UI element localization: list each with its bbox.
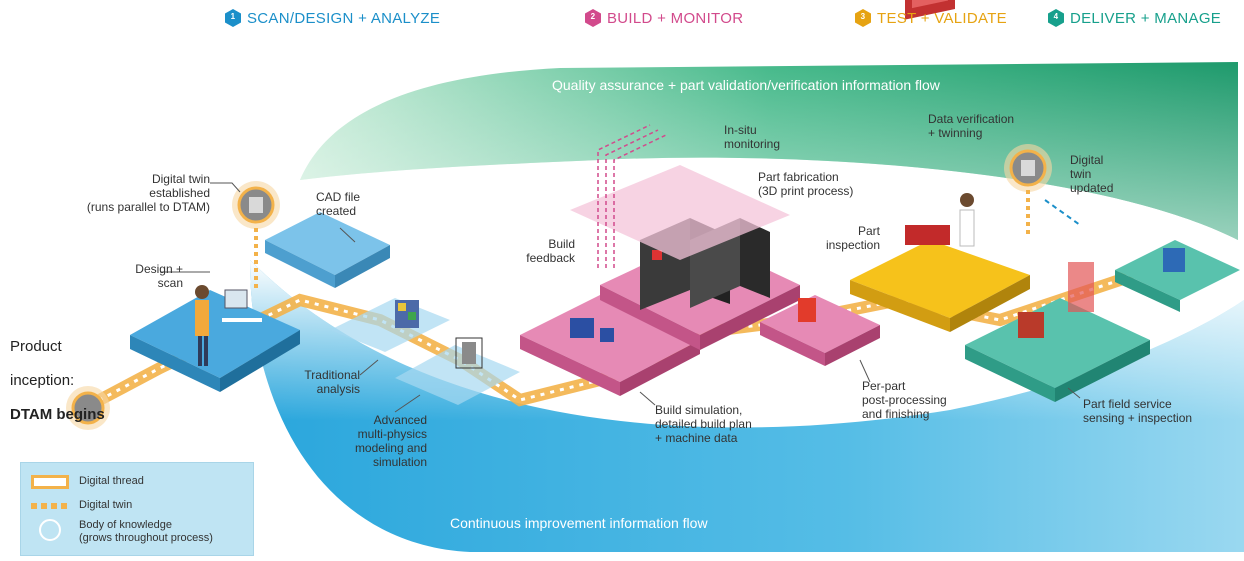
phase-label: BUILD + MONITOR xyxy=(607,9,744,27)
twin-swatch xyxy=(31,503,69,509)
test-platform xyxy=(850,240,1030,318)
twin-node-updated xyxy=(1004,144,1052,192)
legend-label: Digital twin xyxy=(79,499,133,511)
cube-icon: 1 xyxy=(225,9,241,27)
phase-test-validate: 3 TEST + VALIDATE xyxy=(855,9,1007,27)
label-advanced-modeling: Advanced multi-physics modeling and simu… xyxy=(354,413,427,469)
field-platform xyxy=(965,298,1150,388)
legend-digital-twin: Digital twin xyxy=(31,499,132,511)
legend-label: Digital thread xyxy=(79,475,144,487)
inception-line-2: inception: xyxy=(10,372,75,389)
improvement-flow-label: Continuous improvement information flow xyxy=(450,515,708,531)
label-design-scan: Design + scan xyxy=(135,262,183,290)
label-traditional-analysis: Traditional analysis xyxy=(304,368,360,396)
phase-label: SCAN/DESIGN + ANALYZE xyxy=(247,9,441,27)
cube-icon: 4 xyxy=(1048,9,1064,27)
inception-line-1: Product xyxy=(10,338,62,355)
cad-platform xyxy=(265,212,390,275)
twin-node-start xyxy=(66,386,110,430)
knowledge-icon xyxy=(39,519,61,541)
phase-deliver-manage: 4 DELIVER + MANAGE xyxy=(1048,9,1221,27)
product-inception: Product inception: DTAM begins xyxy=(10,321,105,440)
label-part-fabrication: Part fabrication (3D print process) xyxy=(758,170,854,198)
label-post-processing: Per-part post-processing and finishing xyxy=(862,379,947,421)
legend-label: Body of knowledge (grows throughout proc… xyxy=(79,519,213,544)
cube-icon: 2 xyxy=(585,9,601,27)
label-part-inspection: Part inspection xyxy=(825,224,880,252)
label-build-simulation: Build simulation, detailed build plan + … xyxy=(655,403,752,445)
label-in-situ: In-situ monitoring xyxy=(724,123,781,151)
legend-digital-thread: Digital thread xyxy=(31,475,144,489)
design-platform xyxy=(130,290,300,378)
label-build-feedback: Build feedback xyxy=(526,237,575,265)
phase-scan-design: 1 SCAN/DESIGN + ANALYZE xyxy=(225,9,440,27)
label-digital-twin-established: Digital twin established (runs parallel … xyxy=(86,172,210,214)
post-processing-platform xyxy=(760,295,880,353)
qa-flow-label: Quality assurance + part validation/veri… xyxy=(552,77,940,93)
label-digital-twin-updated: Digital twin updated xyxy=(1070,153,1114,195)
cube-icon: 3 xyxy=(855,9,871,27)
label-field-service: Part field service sensing + inspection xyxy=(1083,397,1193,425)
label-data-verification: Data verification + twinning xyxy=(928,112,1015,140)
legend-body-of-knowledge: Body of knowledge (grows throughout proc… xyxy=(31,519,213,545)
legend: Digital thread Digital twin Body of know… xyxy=(20,462,254,556)
twin-node-established xyxy=(232,181,280,229)
inception-line-3: DTAM begins xyxy=(10,406,105,423)
phase-label: TEST + VALIDATE xyxy=(877,9,1007,27)
phase-build-monitor: 2 BUILD + MONITOR xyxy=(585,9,743,27)
phase-label: DELIVER + MANAGE xyxy=(1070,9,1222,27)
label-cad-file: CAD file created xyxy=(316,190,361,218)
thread-swatch xyxy=(31,475,69,489)
